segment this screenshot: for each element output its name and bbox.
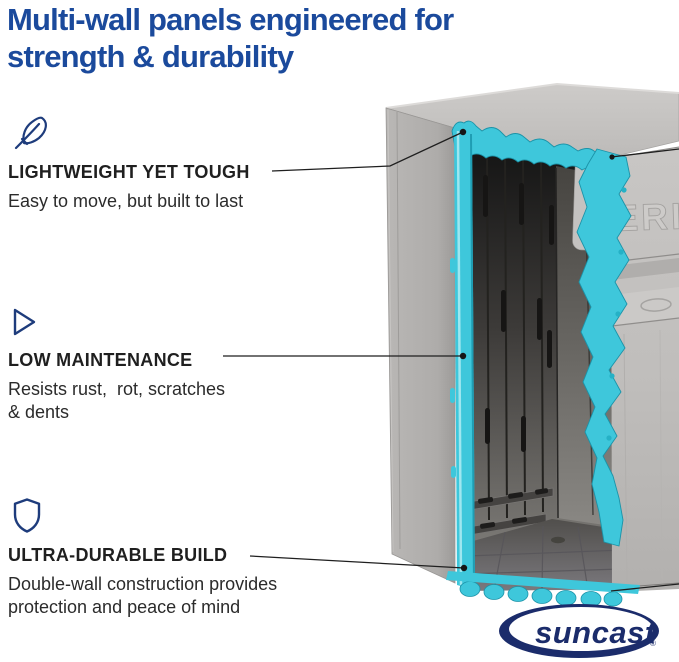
leader-dots (459, 128, 615, 572)
feature-heading: LOW MAINTENANCE (8, 350, 193, 370)
feature-lightweight: LIGHTWEIGHT YET TOUGH Easy to move, but … (8, 112, 348, 213)
feature-heading: LIGHTWEIGHT YET TOUGH (8, 162, 250, 182)
leader-lines (223, 131, 679, 592)
leader-line-lightweight (271, 131, 464, 172)
logo-text: suncast (535, 615, 657, 650)
leader-line-top-right (610, 148, 679, 158)
back-wall-slots (483, 175, 554, 452)
suncast-logo: suncast ® (499, 604, 659, 658)
leader-line-ultra-durable (249, 555, 465, 569)
shield-icon (13, 498, 41, 533)
teal-cut-edges (446, 120, 640, 607)
page-title: Multi-wall panels engineered for strengt… (7, 2, 454, 74)
feature-body: Resists rust, rot, scratches & dents (8, 379, 226, 423)
feature-body: Easy to move, but built to last (8, 191, 244, 211)
leader-line-bottom-right (610, 583, 679, 592)
logo-registered-mark: ® (650, 639, 656, 648)
feather-icon (14, 116, 47, 150)
shelf-rails (462, 487, 554, 537)
play-triangle-icon (13, 308, 36, 336)
cabinet-body: ERIES (385, 82, 679, 607)
feature-heading: ULTRA-DURABLE BUILD (8, 545, 228, 565)
feature-low-maintenance: LOW MAINTENANCE Resists rust, rot, scrat… (8, 306, 348, 424)
feature-body: Double-wall construction provides protec… (8, 574, 278, 618)
feature-ultra-durable: ULTRA-DURABLE BUILD Double-wall construc… (8, 497, 348, 619)
